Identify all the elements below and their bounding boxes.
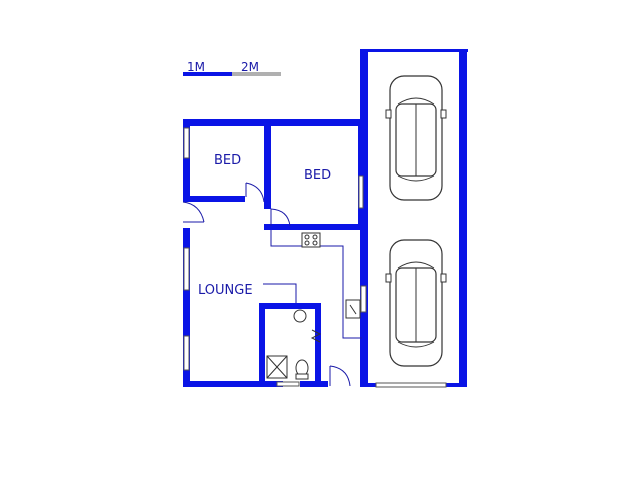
left-wall-lower	[183, 228, 190, 386]
basin	[293, 309, 307, 323]
kitchen	[270, 230, 362, 339]
car-bottom	[385, 239, 447, 367]
left-wall-upper	[183, 119, 190, 202]
scale-label-2m: 2M	[241, 60, 259, 74]
windows	[183, 127, 367, 387]
garage-wall-bottom-right	[446, 383, 467, 387]
room-label-bed-2: BED	[304, 168, 331, 183]
room-label-bed-1: BED	[214, 153, 241, 168]
garage-wall-top	[360, 49, 468, 52]
car-top	[385, 75, 447, 201]
bed-partition	[264, 119, 271, 209]
bath-right-wall	[315, 303, 321, 387]
room-label-lounge: LOUNGE	[198, 283, 253, 298]
bed2-right-wall	[358, 119, 364, 229]
scale-segment-dark	[183, 72, 232, 76]
bed1-bottom-wall	[183, 196, 245, 202]
bathroom	[263, 283, 322, 380]
garage-door	[375, 382, 447, 388]
bottom-wall-left	[183, 381, 283, 387]
bath-top-wall	[259, 303, 321, 309]
house-walls	[183, 119, 364, 387]
garage-wall-right	[459, 49, 467, 387]
bath-left-wall	[259, 303, 265, 387]
scale-label-1m: 1M	[187, 60, 205, 74]
garage	[360, 49, 468, 388]
stove	[301, 232, 321, 248]
bed-top-wall	[183, 119, 363, 126]
bed2-bottom-wall	[264, 224, 363, 230]
bottom-wall-mid	[300, 381, 328, 387]
scale-segment-light	[232, 72, 281, 76]
scale-bar: 1M 2M	[183, 60, 281, 76]
doors	[182, 182, 351, 387]
garage-wall-bottom-left	[360, 383, 376, 387]
